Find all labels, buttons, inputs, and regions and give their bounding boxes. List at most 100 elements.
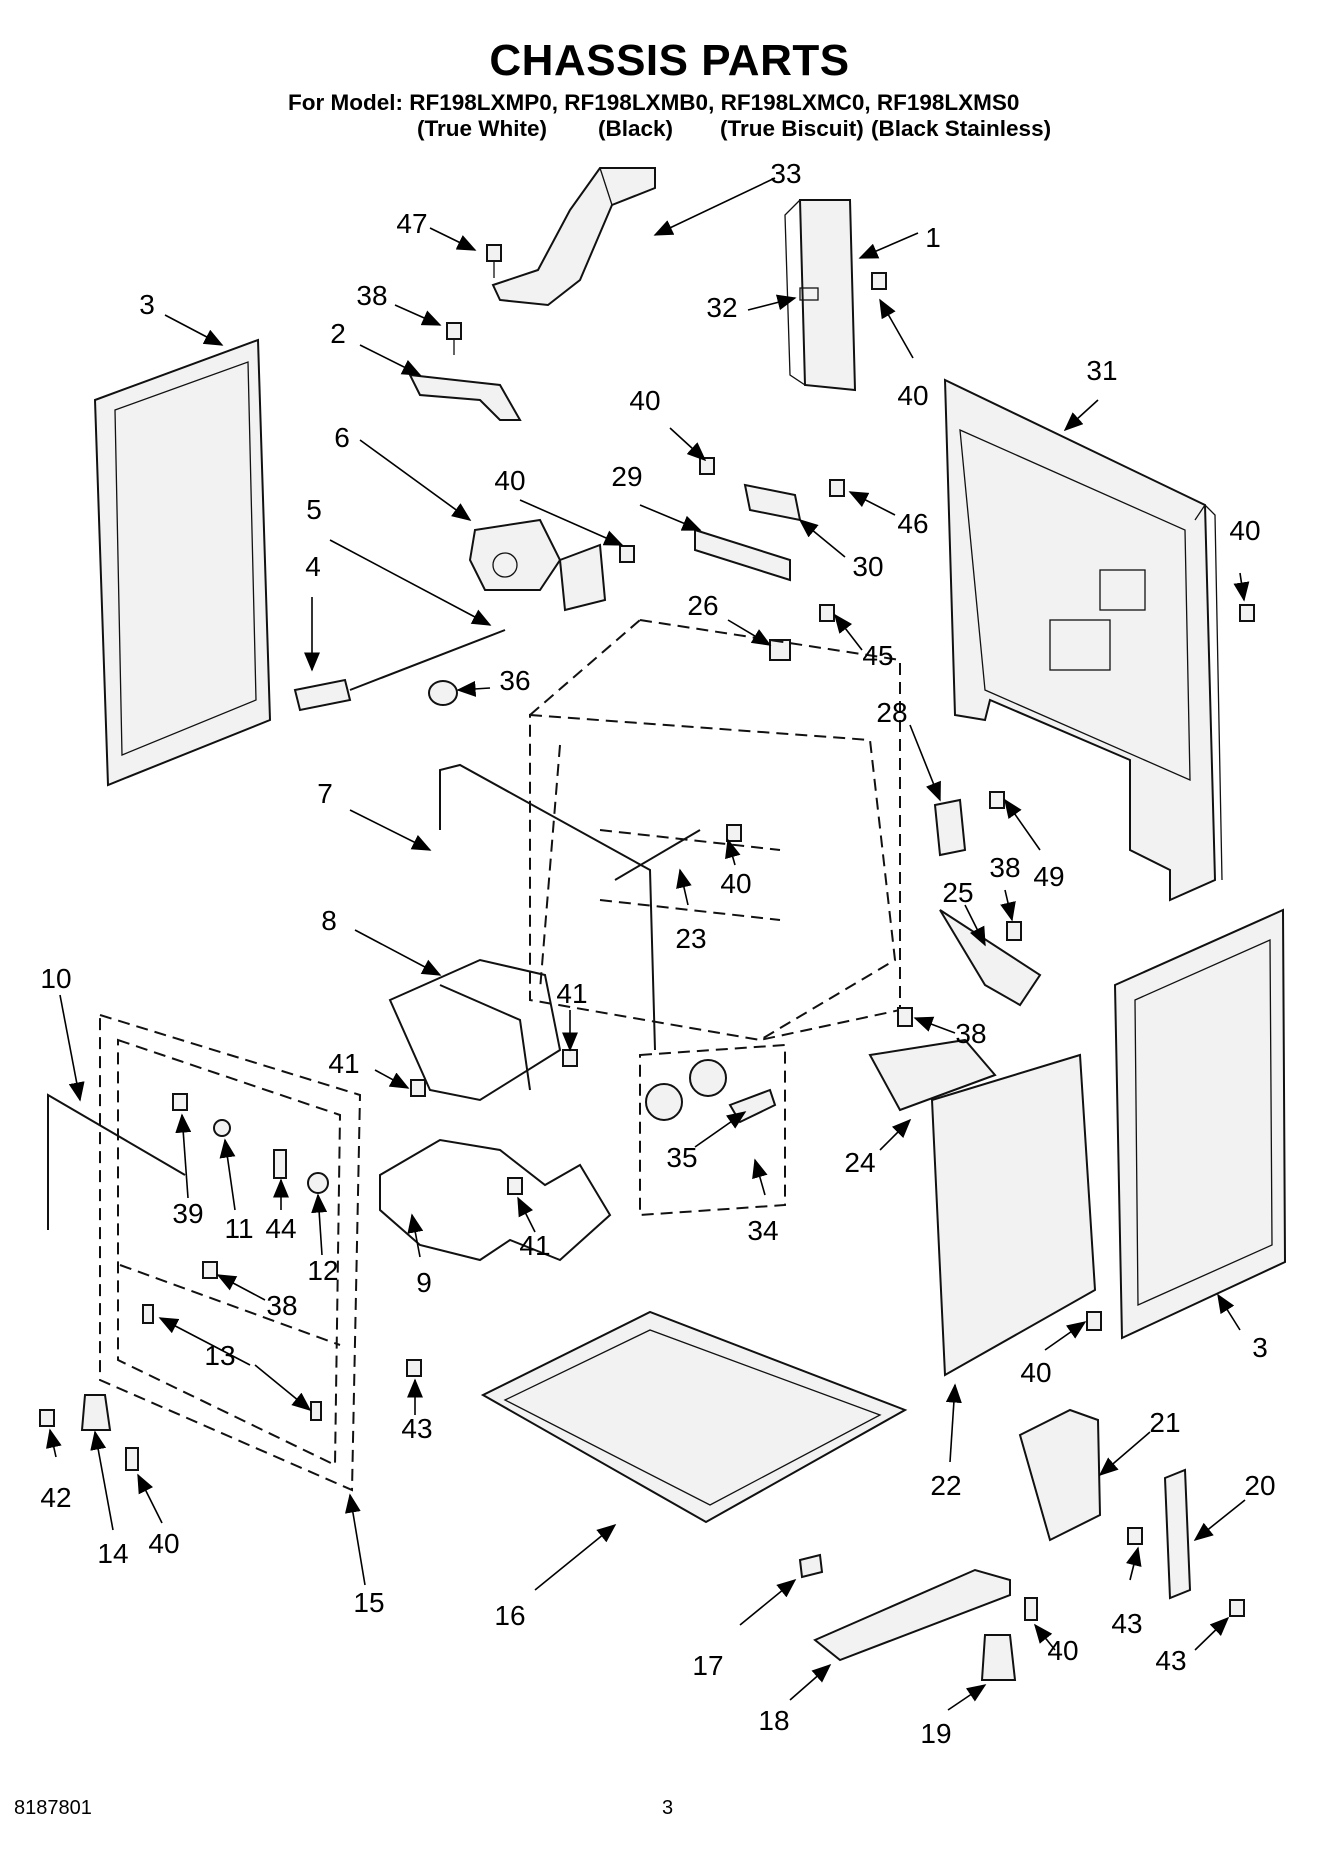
screw-part — [446, 322, 462, 355]
callout-label: 21 — [1149, 1407, 1180, 1438]
side-panel-right-part — [1113, 908, 1287, 1340]
screw-part — [819, 604, 835, 622]
rear-cover-part — [930, 1053, 1097, 1377]
clip-part — [798, 1553, 824, 1579]
screw-part — [897, 1007, 913, 1027]
callout-label: 40 — [629, 385, 660, 416]
latch-part — [933, 798, 967, 857]
callout-label: 40 — [1047, 1635, 1078, 1666]
storage-drawer-part — [480, 1310, 908, 1524]
screw-part — [871, 272, 887, 290]
bracket-part — [142, 1304, 154, 1324]
callout-label: 22 — [930, 1470, 961, 1501]
screw-part — [1239, 604, 1255, 622]
screw-part — [410, 1079, 426, 1097]
callout-label: 20 — [1244, 1470, 1275, 1501]
callout-label: 13 — [204, 1340, 235, 1371]
callout-label: 29 — [611, 461, 642, 492]
callout-label: 35 — [666, 1142, 697, 1173]
vent-duct-part — [491, 167, 656, 307]
screw-part — [172, 1093, 188, 1111]
control-assembly-part — [468, 518, 607, 612]
callout-label: 28 — [876, 697, 907, 728]
callout-label: 45 — [862, 640, 893, 671]
screw-part — [273, 1149, 287, 1179]
callout-label: 40 — [1020, 1357, 1051, 1388]
drawer-rail-part — [813, 1568, 1011, 1662]
callout-label: 8 — [321, 905, 337, 936]
callout-label: 46 — [897, 508, 928, 539]
leader-lines — [46, 177, 1250, 1711]
callout-label: 6 — [334, 422, 350, 453]
callout-label: 3 — [1252, 1332, 1268, 1363]
callout-label: 23 — [675, 923, 706, 954]
callout-label: 5 — [306, 494, 322, 525]
screw-part — [202, 1261, 218, 1279]
sensor-wire-part — [349, 629, 506, 691]
oven-sensor-part — [614, 829, 701, 881]
callout-label: 44 — [265, 1213, 296, 1244]
callout-labels: 33 47 1 3 38 32 2 40 31 6 40 29 46 5 40 … — [40, 158, 1275, 1749]
callout-label: 41 — [556, 978, 587, 1009]
callout-label: 10 — [40, 963, 71, 994]
color-black-stainless: (Black Stainless) — [871, 116, 1052, 141]
bracket-part — [310, 1401, 322, 1421]
screw-part — [989, 791, 1005, 809]
callout-label: 3 — [139, 289, 155, 320]
screw-part — [1086, 1311, 1102, 1331]
callout-label: 40 — [494, 465, 525, 496]
plug-part — [428, 680, 458, 706]
rear-panel-part — [943, 378, 1223, 902]
callout-label: 40 — [1229, 515, 1260, 546]
side-panel-left-part — [93, 338, 272, 787]
callout-label: 40 — [148, 1528, 179, 1559]
callout-label: 49 — [1033, 861, 1064, 892]
leveling-leg-part — [980, 1634, 1017, 1681]
callout-label: 32 — [706, 292, 737, 323]
callout-label: 16 — [494, 1600, 525, 1631]
callout-label: 9 — [416, 1267, 432, 1298]
callout-label: 36 — [499, 665, 530, 696]
model-list: For Model: RF198LXMP0, RF198LXMB0, RF198… — [288, 90, 1020, 115]
screw-part — [829, 479, 845, 497]
broil-element-part — [388, 958, 562, 1102]
grommet-part — [213, 1119, 231, 1137]
callout-label: 17 — [692, 1650, 723, 1681]
callout-label: 38 — [955, 1018, 986, 1049]
callout-label: 38 — [989, 852, 1020, 883]
screw-part — [726, 824, 742, 842]
side-trim-part — [99, 1013, 362, 1492]
bracket-part — [939, 909, 1042, 1007]
callout-label: 38 — [356, 280, 387, 311]
screw-part — [486, 244, 502, 278]
anti-tip-bracket-part — [1018, 1408, 1102, 1542]
leveling-leg-part — [80, 1394, 112, 1431]
callout-label: 11 — [224, 1213, 253, 1244]
callout-label: 43 — [401, 1413, 432, 1444]
callout-label: 30 — [852, 551, 883, 582]
callout-label: 18 — [758, 1705, 789, 1736]
screw-part — [125, 1447, 139, 1471]
callout-label: 43 — [1111, 1608, 1142, 1639]
screw-part — [1229, 1599, 1245, 1617]
callout-label: 33 — [770, 158, 801, 189]
bracket-part — [694, 528, 791, 582]
bracket-part — [868, 1038, 997, 1112]
callout-label: 40 — [720, 868, 751, 899]
terminal-block-part — [743, 483, 802, 522]
screw-part — [699, 457, 715, 475]
callout-label: 43 — [1155, 1645, 1186, 1676]
screw-part — [406, 1359, 422, 1377]
callout-label: 1 — [925, 222, 941, 253]
callout-label: 26 — [687, 590, 718, 621]
screw-part — [1006, 921, 1022, 941]
callout-label: 7 — [317, 778, 333, 809]
callout-label: 47 — [396, 208, 427, 239]
color-black: (Black) — [598, 116, 674, 141]
bake-element-part — [439, 763, 656, 1051]
callout-label: 41 — [328, 1048, 359, 1079]
callout-label: 12 — [307, 1255, 338, 1286]
callout-label: 39 — [172, 1198, 203, 1229]
color-true-white: (True White) — [417, 116, 547, 141]
